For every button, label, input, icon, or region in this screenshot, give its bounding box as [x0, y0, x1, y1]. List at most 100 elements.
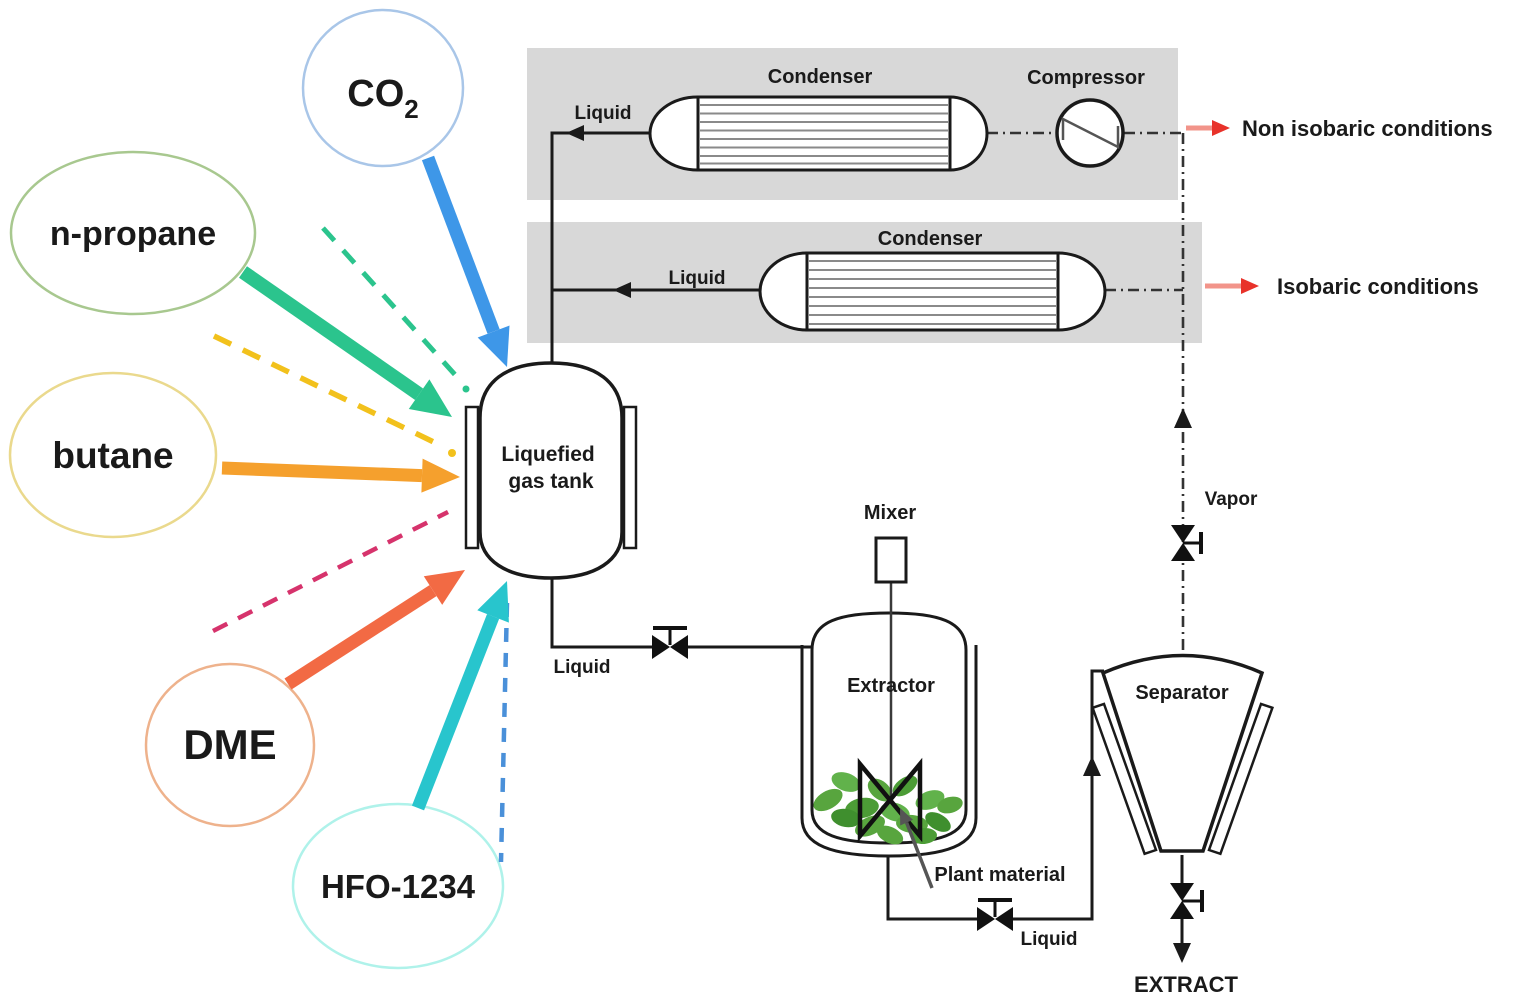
plant-material-label: Plant material [934, 864, 1065, 886]
condenser-top-right-cap [949, 95, 989, 172]
hfo-dashed-line [498, 602, 510, 863]
extract-valve [1170, 883, 1204, 919]
condenser-bottom-shell [805, 251, 1060, 332]
co2-arrow [421, 155, 510, 367]
butane-arrow-shaft [221, 461, 423, 483]
solvent-co2: CO2 [301, 8, 465, 168]
compressor-label: Compressor [1027, 67, 1145, 89]
dme-arrow-shaft [284, 585, 437, 690]
hfo-1234-arrowhead [477, 581, 509, 623]
tank-label: Liquefied gas tank [501, 443, 600, 493]
butane-label: butane [52, 435, 173, 476]
isobaric-arrowhead [1241, 278, 1259, 294]
plant-annotation-arrowhead [900, 808, 913, 826]
vapor-valve [1171, 525, 1203, 561]
separator-feed-up-arrowhead [1083, 756, 1101, 776]
liquid-label-bottom: Liquid [669, 268, 726, 289]
co2-ellipse [301, 8, 465, 168]
condenser-top-symbol [648, 95, 989, 172]
liquid-bottom-arrowhead [613, 282, 631, 298]
condenser-top-liquid-pipe [550, 131, 650, 363]
tank-outlet-valve [652, 626, 688, 659]
condenser-top-label: Condenser [768, 66, 873, 88]
separator-flange-right [1207, 702, 1275, 856]
butane-ellipse [8, 371, 218, 539]
solvent-n-propane: n-propane [9, 150, 257, 316]
leaf [813, 788, 843, 812]
co2-arrowhead [477, 325, 510, 367]
plant-annotation-line [904, 821, 934, 889]
liquid-top-arrowhead [566, 125, 584, 141]
n-propane-arrow-shaft [239, 266, 424, 400]
vapor-label: Vapor [1205, 489, 1258, 510]
leaf [876, 825, 904, 845]
condenser-bottom-tubes [809, 260, 1056, 325]
tank-outlet-pipe [550, 578, 652, 649]
dme-label: DME [183, 721, 276, 768]
n-propane-dashed-dot [462, 385, 470, 393]
condenser-top-shell [696, 95, 952, 172]
hfo-1234-arrow-shaft [411, 614, 500, 811]
solvent-butane: butane [8, 371, 218, 539]
n-propane-label: n-propane [50, 215, 216, 253]
non-isobaric-conditions-label: Non isobaric conditions [1242, 116, 1493, 141]
condenser-bottom-left-cap [758, 251, 808, 332]
liquid-label-extractor-outlet: Liquid [1021, 929, 1078, 950]
extractor-unit: Mixer Extractor [800, 502, 978, 858]
condenser-bottom-right-cap [1057, 251, 1107, 332]
mixer-motor [874, 536, 908, 584]
separator-flange-left [1090, 702, 1158, 856]
valve-icon [1170, 901, 1194, 919]
extract-label: EXTRACT [1134, 972, 1238, 997]
condenser-bottom-symbol [758, 251, 1107, 332]
leaf [831, 772, 861, 792]
condenser-top-left-cap [648, 95, 699, 172]
separator-unit: Separator [1090, 653, 1275, 856]
dme-dashed-line [211, 509, 450, 634]
co2-label-main: CO [347, 73, 404, 115]
tank-flange-left [464, 405, 480, 550]
isobaric-conditions-label: Isobaric conditions [1277, 274, 1479, 299]
solvent-hfo-1234: HFO-1234 [291, 802, 505, 970]
valve-icon [995, 907, 1013, 931]
separator-feed-pipe [1013, 669, 1104, 921]
dme-ellipse [144, 662, 316, 828]
extractor-outlet-pipe [886, 856, 977, 921]
compressor-symbol [1055, 98, 1125, 168]
extractor-jacket [800, 645, 978, 858]
liquefied-gas-tank: Liquefied gas tank [464, 361, 638, 580]
butane-arrowhead [421, 458, 460, 493]
liquid-label-top: Liquid [575, 103, 632, 124]
condenser-bottom-label: Condenser [878, 228, 983, 250]
hfo-1234-arrow [411, 581, 509, 811]
valve-icon [1171, 525, 1195, 543]
separator-label: Separator [1135, 682, 1229, 704]
leaf [937, 796, 963, 814]
isobaric-arrow [1205, 278, 1259, 294]
butane-dashed-line [212, 333, 444, 449]
separator-cone [1100, 653, 1265, 853]
tank-flange-right [622, 405, 638, 550]
butane-dashed-dot [448, 449, 456, 457]
mixer-label: Mixer [864, 502, 916, 524]
hfo-1234-label: HFO-1234 [321, 868, 476, 905]
valve-icon [977, 907, 995, 931]
butane-arrow [221, 458, 460, 493]
impeller-blade [857, 757, 893, 843]
co2-label-subscript: 2 [404, 94, 418, 124]
non-isobaric-arrow [1186, 120, 1230, 136]
plant-line-valve [977, 898, 1013, 931]
dme-arrowhead [423, 570, 465, 605]
valve-icon [670, 635, 688, 659]
non-isobaric-arrowhead [1212, 120, 1230, 136]
vapor-up-arrowhead [1174, 408, 1192, 428]
compressor-icon [1061, 116, 1120, 150]
leaf [925, 812, 951, 832]
extract-down-arrowhead [1173, 943, 1191, 963]
n-propane-ellipse [9, 150, 257, 316]
tank-body [478, 361, 624, 580]
n-propane-dashed-line [321, 226, 460, 380]
leaf [915, 790, 945, 810]
valve-icon [1170, 883, 1194, 901]
leaf [831, 808, 861, 828]
